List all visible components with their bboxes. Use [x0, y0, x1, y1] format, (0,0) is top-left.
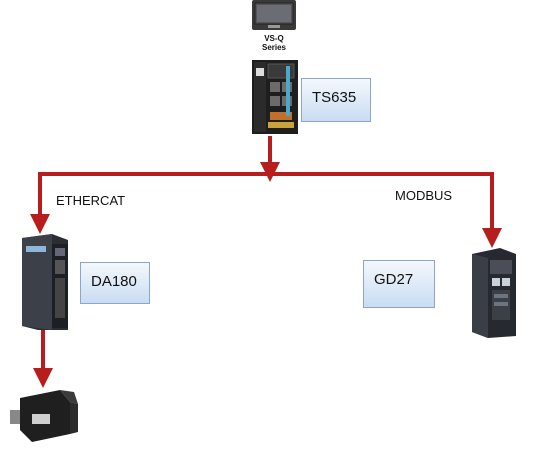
servo-drive-label-box: DA180 [80, 262, 150, 304]
plc-controller-icon [252, 60, 298, 134]
servo-drive-label: DA180 [91, 273, 137, 290]
inverter-label-box: GD27 [363, 260, 435, 308]
hmi-series-label: VS-Q Series [250, 34, 298, 52]
modbus-label: MODBUS [395, 188, 453, 203]
inverter-icon [470, 246, 518, 338]
servo-motor-icon [8, 384, 80, 444]
controller-label: TS635 [312, 89, 357, 106]
hmi-series-line2: Series [261, 43, 287, 52]
servo-drive-icon [22, 234, 68, 330]
inverter-label: GD27 [374, 271, 414, 288]
ethercat-label: ETHERCAT [56, 193, 126, 208]
hmi-panel-icon [252, 0, 296, 30]
hmi-series-line1: VS-Q [264, 34, 284, 43]
controller-label-box: TS635 [301, 78, 371, 122]
